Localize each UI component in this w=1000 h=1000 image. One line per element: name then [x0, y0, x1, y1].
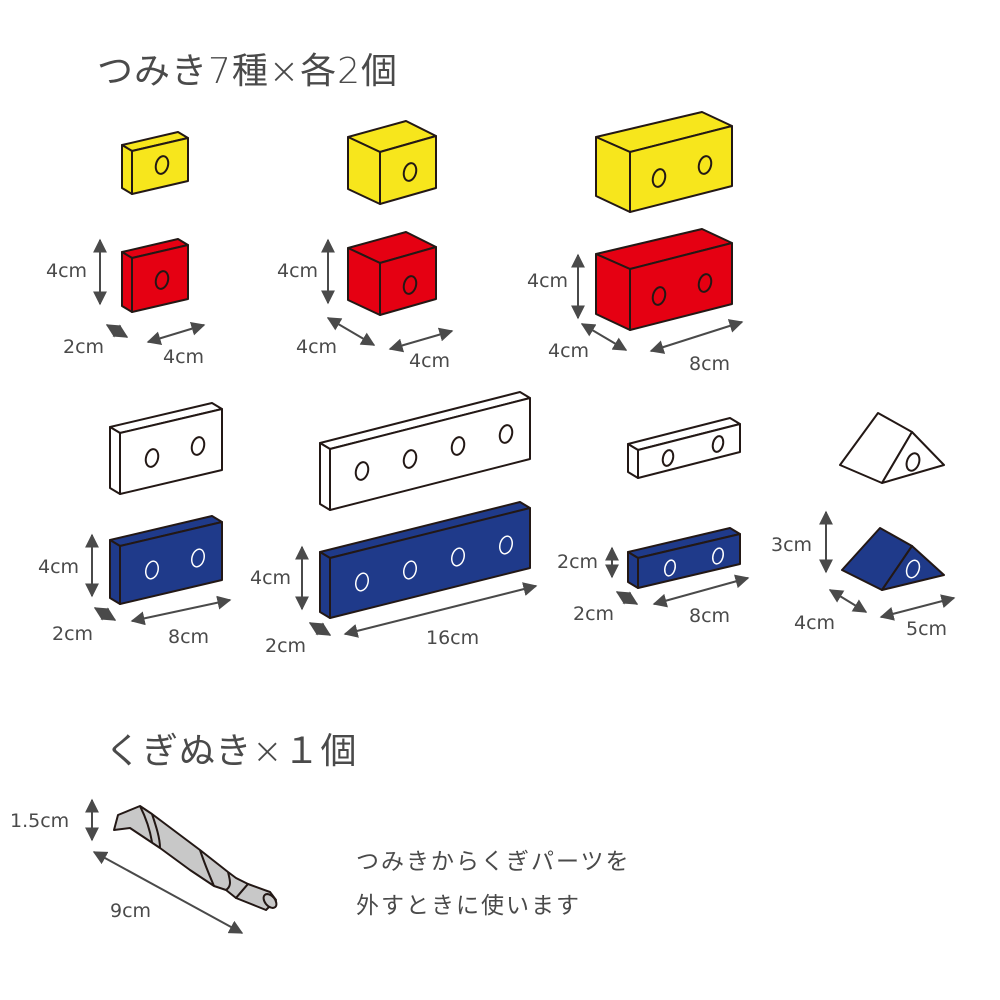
block-1-height-label: 4cm	[46, 260, 88, 282]
dimension-arrows-block-4	[85, 533, 232, 626]
tool-heading: くぎぬき×１個	[105, 731, 358, 772]
block-2-red	[347, 231, 437, 316]
block-2-yellow	[347, 120, 437, 205]
block-2-width-label: 4cm	[409, 350, 451, 372]
dimension-arrows-block-5	[295, 545, 538, 638]
block-1-yellow	[121, 131, 189, 195]
dimension-arrows-block-7	[819, 510, 956, 621]
tool-note-line-2: 外すときに使います	[356, 893, 581, 919]
block-7-depth-label: 4cm	[794, 612, 836, 634]
block-1-depth-label: 2cm	[63, 336, 105, 358]
tool-length-label: 9cm	[110, 900, 152, 922]
block-4-white	[109, 402, 223, 495]
dimension-arrows-block-3	[571, 253, 744, 354]
dimension-arrows-block-1	[93, 238, 206, 346]
tool-note-line-1: つみきからくぎパーツを	[356, 849, 631, 875]
block-5-navy	[319, 501, 531, 619]
block-3-yellow	[595, 111, 733, 213]
block-3-height-label: 4cm	[527, 270, 569, 292]
tool-height-label: 1.5cm	[10, 810, 70, 832]
block-3-depth-label: 4cm	[548, 340, 590, 362]
nail-puller-tool	[113, 805, 278, 911]
block-6-height-label: 2cm	[557, 551, 599, 573]
dimension-arrows-block-6	[605, 546, 750, 608]
block-3-width-label: 8cm	[689, 353, 731, 375]
block-5-depth-label: 2cm	[265, 635, 307, 657]
dimension-arrows-block-2	[321, 238, 454, 353]
block-4-height-label: 4cm	[38, 556, 80, 578]
block-1-width-label: 4cm	[163, 346, 205, 368]
block-7-white	[839, 412, 945, 484]
dimension-arrows-tool	[85, 798, 244, 934]
block-6-depth-label: 2cm	[573, 603, 615, 625]
block-5-width-label: 16cm	[426, 627, 480, 649]
block-7-navy	[841, 527, 945, 591]
block-7-height-label: 3cm	[771, 534, 813, 556]
block-1-red	[121, 238, 189, 313]
block-4-navy	[109, 515, 223, 605]
block-6-width-label: 8cm	[689, 605, 731, 627]
block-2-height-label: 4cm	[277, 260, 319, 282]
block-5-height-label: 4cm	[250, 567, 292, 589]
blocks-heading: つみき7種×各2個	[97, 51, 398, 92]
block-6-navy	[627, 527, 741, 589]
block-5-white	[319, 391, 531, 511]
block-4-width-label: 8cm	[168, 626, 210, 648]
block-7-width-label: 5cm	[906, 618, 948, 640]
block-3-red	[595, 228, 733, 331]
block-2-depth-label: 4cm	[296, 336, 338, 358]
block-4-depth-label: 2cm	[52, 623, 94, 645]
block-6-white	[627, 417, 741, 479]
